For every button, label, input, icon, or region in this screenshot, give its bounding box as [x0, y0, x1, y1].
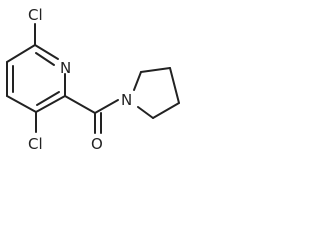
- oxygen-label: O: [91, 135, 103, 153]
- bond-c4-c3: [6, 95, 37, 113]
- substituent-bonds: [34, 23, 119, 134]
- chlorine-label-bottom: Cl: [28, 135, 43, 153]
- bond-n-ca: [133, 71, 142, 91]
- bond-cb-cc: [169, 67, 180, 104]
- bond-n1-c6: [34, 44, 59, 60]
- bond-c3-c2: [35, 95, 66, 113]
- bond-c2-carbonyl: [64, 95, 96, 114]
- pyrrolidine-ring: [133, 67, 180, 119]
- pyrrolidine-nitrogen-label: N: [121, 91, 132, 109]
- pyridine-nitrogen-label: N: [60, 59, 71, 77]
- bond-cd-n: [137, 106, 154, 119]
- bond-n1-c6-inner: [35, 52, 55, 66]
- bond-c6-c5: [6, 44, 36, 63]
- bond-cc-cd: [152, 102, 180, 119]
- pyridine-ring: [6, 44, 66, 113]
- bond-c3-c2-inner: [36, 91, 60, 106]
- bond-carbonyl-n: [94, 99, 119, 114]
- chemical-structure: Cl N Cl O N: [6, 6, 180, 153]
- chlorine-label-top: Cl: [28, 6, 43, 24]
- bond-ca-cb: [140, 67, 171, 73]
